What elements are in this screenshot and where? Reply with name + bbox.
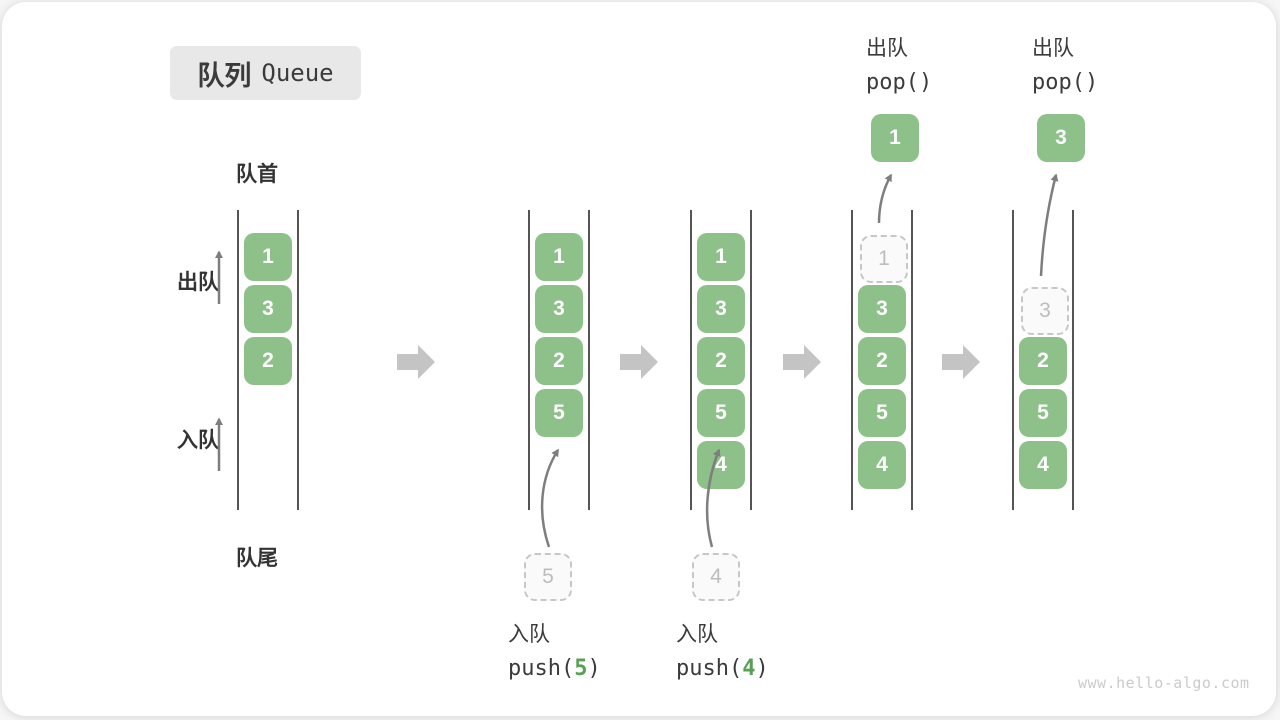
queue-item: 2	[535, 337, 583, 385]
queue-item-value: 3	[876, 297, 888, 320]
popped-item: 1	[871, 114, 919, 162]
queue-item: 5	[858, 389, 906, 437]
enqueue-operation-1: 入队 push(5)	[508, 618, 601, 681]
code-text: )	[755, 656, 769, 681]
queue-item: 4	[697, 441, 745, 489]
queue-item-value: 5	[876, 401, 888, 424]
enqueue-op-code: push(4)	[676, 656, 769, 681]
enqueue-op-label: 入队	[508, 623, 550, 646]
queue-item: 1	[535, 233, 583, 281]
queue-wall	[750, 210, 752, 510]
queue-item: 1	[697, 233, 745, 281]
label-queue-rear: 队尾	[236, 547, 278, 570]
queue-item: 2	[244, 337, 292, 385]
queue-item: 5	[535, 389, 583, 437]
staging-item-dashed: 4	[692, 553, 740, 601]
queue-item-ghost: 1	[860, 235, 908, 283]
label-queue-front: 队首	[236, 163, 278, 186]
code-text: )	[587, 656, 601, 681]
code-text: push(	[676, 656, 743, 681]
queue-item-value: 3	[715, 297, 727, 320]
queue-wall	[1012, 210, 1014, 510]
queue-item: 3	[244, 285, 292, 333]
state-transition-arrow	[942, 345, 980, 379]
queue-item: 4	[1019, 441, 1067, 489]
queue-item-value: 1	[262, 245, 274, 268]
queue-item: 1	[244, 233, 292, 281]
code-arg: 5	[574, 656, 588, 681]
dequeue-op-code: pop()	[1032, 70, 1099, 95]
queue-wall	[690, 210, 692, 510]
state-transition-arrow	[783, 345, 821, 379]
label-dequeue-side: 出队	[177, 271, 219, 294]
title-zh: 队列	[197, 60, 252, 91]
queue-wall	[297, 210, 299, 510]
queue-item-value: 3	[1039, 299, 1051, 322]
queue-item-value: 5	[715, 401, 727, 424]
dequeue-operation-2: 出队 pop()	[1032, 32, 1098, 95]
queue-item-value: 4	[876, 453, 888, 476]
queue-item: 3	[858, 285, 906, 333]
queue-item: 2	[858, 337, 906, 385]
enqueue-op-code: push(5)	[508, 656, 601, 681]
enqueue-operation-2: 入队 push(4)	[676, 618, 769, 681]
label-enqueue-side: 入队	[177, 429, 219, 452]
queue-wall	[911, 210, 913, 510]
code-arg: 4	[742, 656, 756, 681]
queue-item-value: 4	[715, 453, 727, 476]
queue-item: 3	[697, 285, 745, 333]
staging-item-value: 5	[542, 565, 554, 588]
queue-item-value: 2	[553, 349, 565, 372]
queue-item: 5	[1019, 389, 1067, 437]
queue-item-ghost: 3	[1021, 287, 1069, 335]
queue-wall	[237, 210, 239, 510]
queue-wall	[851, 210, 853, 510]
dequeue-op-label: 出队	[1032, 37, 1074, 60]
queue-item-value: 5	[553, 401, 565, 424]
staging-item-dashed: 5	[524, 553, 572, 601]
queue-item-value: 1	[715, 245, 727, 268]
queue-item: 4	[858, 441, 906, 489]
dequeue-arrow-pop1	[877, 173, 893, 224]
title-en: Queue	[261, 59, 334, 87]
staging-item-value: 4	[710, 565, 722, 588]
queue-item-value: 2	[1037, 349, 1049, 372]
title-badge: 队列 Queue	[170, 46, 361, 100]
state-transition-arrow	[397, 345, 435, 379]
queue-item-value: 3	[553, 297, 565, 320]
queue-wall	[1072, 210, 1074, 510]
queue-item-value: 5	[1037, 401, 1049, 424]
queue-item-value: 2	[876, 349, 888, 372]
queue-item-value: 2	[262, 349, 274, 372]
dequeue-operation-1: 出队 pop()	[866, 32, 932, 95]
queue-item: 2	[697, 337, 745, 385]
queue-wall	[528, 210, 530, 510]
dequeue-arrow-pop3	[1039, 173, 1059, 277]
enqueue-op-label: 入队	[676, 623, 718, 646]
queue-item-value: 1	[553, 245, 565, 268]
queue-item: 3	[535, 285, 583, 333]
popped-item: 3	[1037, 114, 1085, 162]
queue-item-value: 3	[262, 297, 274, 320]
popped-item-value: 3	[1055, 126, 1067, 149]
queue-item-value: 1	[878, 247, 890, 270]
code-text: push(	[508, 656, 575, 681]
queue-wall	[588, 210, 590, 510]
dequeue-op-label: 出队	[866, 37, 908, 60]
enqueue-arrow-push5	[540, 448, 560, 548]
queue-item: 5	[697, 389, 745, 437]
state-transition-arrow	[620, 345, 658, 379]
queue-item: 2	[1019, 337, 1067, 385]
queue-item-value: 2	[715, 349, 727, 372]
watermark: www.hello-algo.com	[1078, 674, 1250, 692]
queue-item-value: 4	[1037, 453, 1049, 476]
dequeue-op-code: pop()	[866, 70, 933, 95]
popped-item-value: 1	[889, 126, 901, 149]
